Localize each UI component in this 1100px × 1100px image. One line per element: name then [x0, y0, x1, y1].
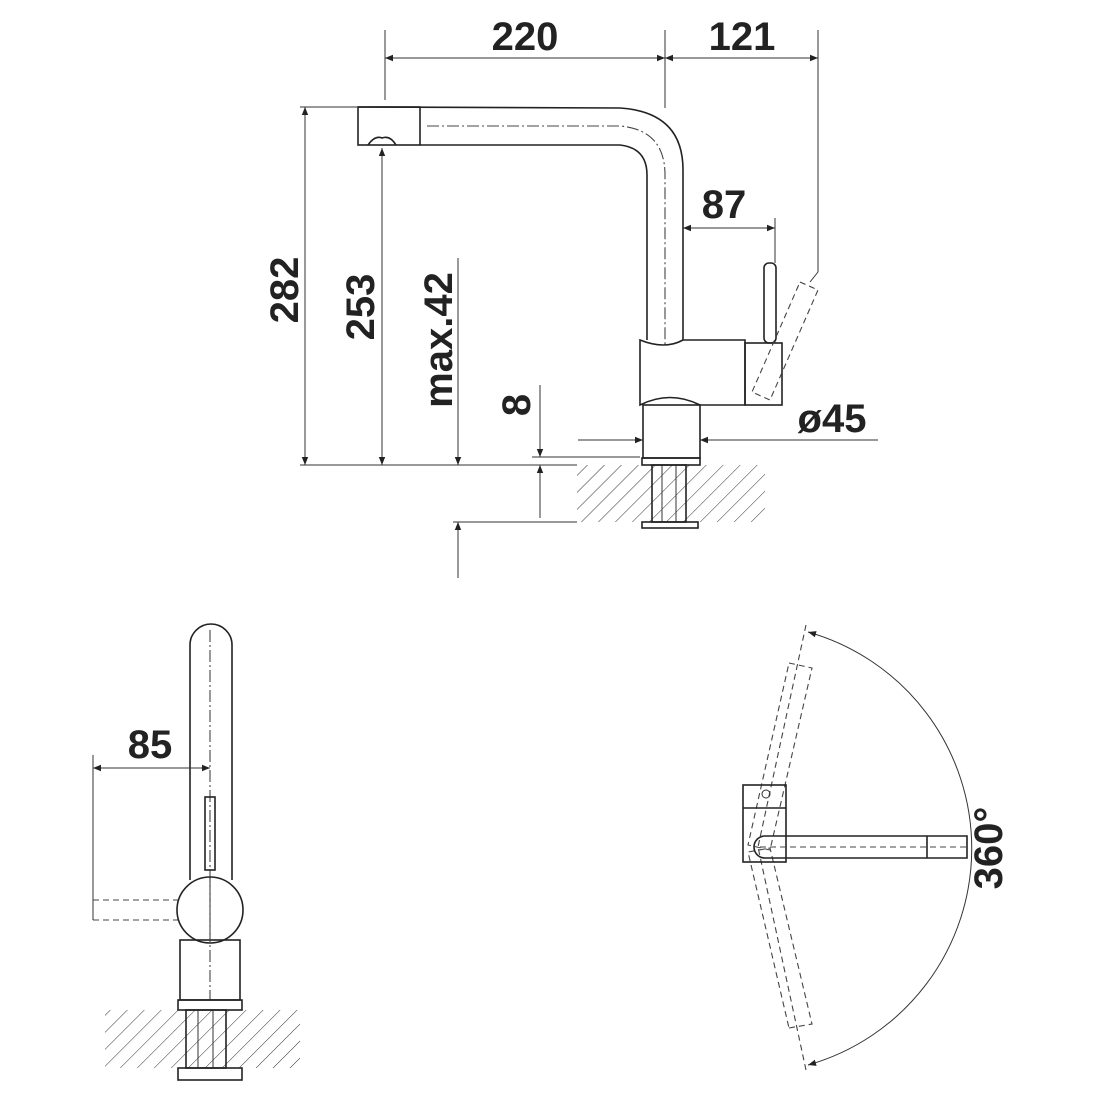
spout-centerline [427, 125, 666, 345]
dim-lever-offset: 87 [702, 183, 747, 227]
rotation-arc [807, 631, 973, 1066]
dim-spout-height: 253 [339, 274, 383, 341]
spout-left-position [747, 662, 813, 851]
side-lever-knob [176, 876, 244, 944]
dim-counter-thickness: max.42 [417, 272, 461, 408]
dimension-lines: 220 121 282 253 max.42 8 87 ø45 [263, 15, 878, 578]
spout-top-view [753, 835, 968, 859]
side-countertop-hatch [105, 1010, 300, 1068]
spout-right-position [747, 847, 813, 1029]
dim-total-height: 282 [263, 257, 307, 324]
rotation-label: 360° [967, 807, 1011, 890]
dim-lever-reach: 121 [709, 15, 776, 59]
mounting-nut [641, 521, 699, 529]
side-lever-dashed [93, 899, 180, 921]
dim-side-lever: 85 [128, 723, 173, 767]
spout-outer [357, 106, 684, 340]
dim-base-diameter: ø45 [798, 397, 867, 441]
base-neck [642, 404, 701, 459]
side-spout [189, 623, 233, 880]
dim-plate-height: 8 [495, 394, 539, 416]
dim-spout-reach: 220 [492, 15, 559, 59]
side-view: 85 [92, 623, 300, 1081]
spout-inner [420, 144, 648, 340]
countertop-hatch [577, 465, 765, 522]
lever-housing [744, 342, 783, 406]
front-view [357, 106, 819, 529]
top-view: 360° [742, 624, 1011, 1071]
lever [763, 262, 777, 344]
spout-head [357, 106, 421, 146]
base-plate [641, 457, 701, 466]
faucet-body [639, 338, 746, 407]
lever-open-position [751, 281, 819, 401]
